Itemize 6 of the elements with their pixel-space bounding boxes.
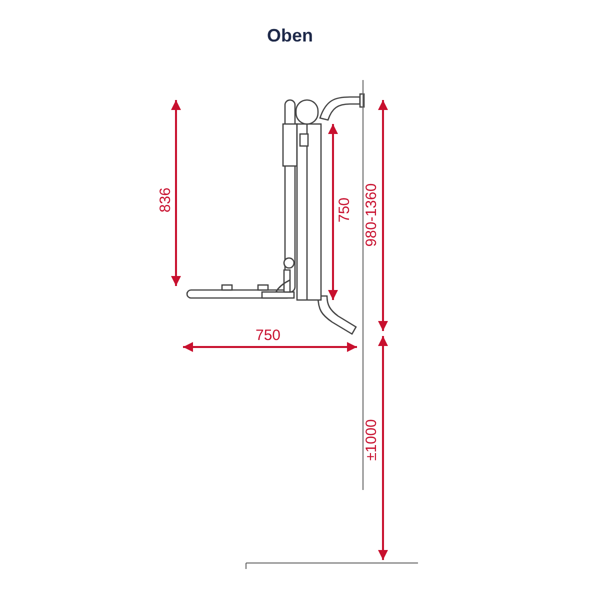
dimension-value: ±1000: [364, 419, 380, 461]
dimension-value: 750: [255, 328, 281, 344]
dimension-value: 750: [337, 197, 353, 223]
view-title: Oben: [267, 26, 313, 46]
dimension-value: 836: [158, 187, 174, 213]
dimension-value: 980-1360: [364, 183, 380, 247]
